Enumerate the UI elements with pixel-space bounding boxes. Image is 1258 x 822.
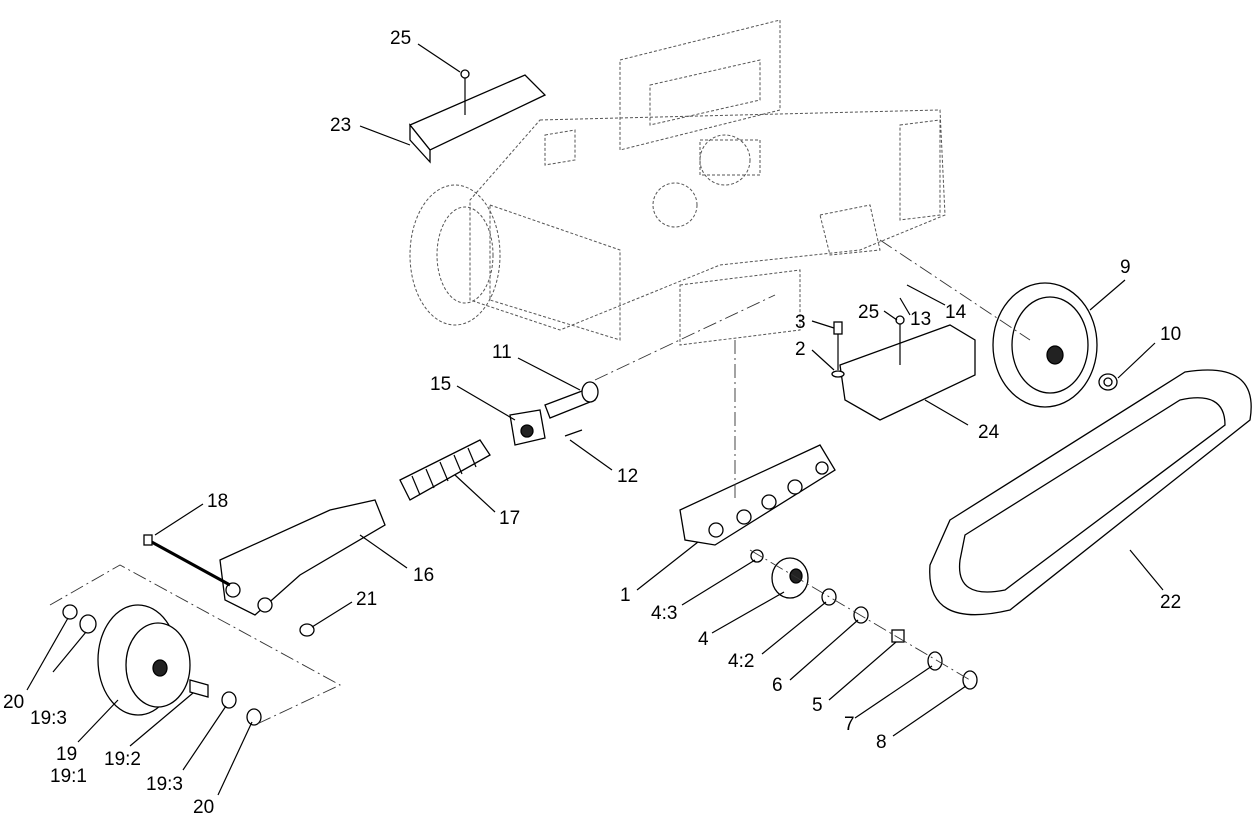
callout-16: 16 — [413, 565, 434, 586]
frame-track-ghost — [409, 184, 501, 326]
callout-18: 18 — [207, 491, 228, 512]
callout-19-2: 19:2 — [104, 749, 141, 770]
front-idler-wheel — [62, 604, 262, 726]
callout-7: 7 — [844, 714, 855, 735]
assembly-centerlines — [49, 239, 1031, 726]
callout-22: 22 — [1160, 592, 1181, 613]
callout-12: 12 — [617, 466, 638, 487]
long-bolt — [143, 534, 231, 587]
chassis-frame-ghost — [469, 19, 946, 346]
upper-shield-plate — [408, 69, 547, 164]
callout-14: 14 — [945, 302, 967, 323]
callout-labels: 25 23 9 10 25 13 14 3 2 24 11 15 12 18 1… — [3, 28, 1181, 818]
callout-4-3: 4:3 — [651, 603, 677, 624]
callout-15: 15 — [430, 374, 451, 395]
spring-bracket — [509, 409, 546, 446]
callout-21: 21 — [356, 589, 377, 610]
idler-shaft — [544, 381, 599, 419]
idler-yoke — [219, 499, 386, 616]
callout-19: 19 — [56, 744, 77, 765]
callout-17: 17 — [499, 508, 520, 529]
drive-sprocket — [992, 282, 1098, 408]
lower-shield-plate — [839, 315, 976, 421]
callout-24: 24 — [978, 422, 1000, 443]
callout-2: 2 — [795, 339, 806, 360]
callout-leaders — [26, 43, 1164, 796]
callout-9: 9 — [1120, 257, 1131, 278]
callout-11: 11 — [492, 342, 512, 363]
callout-25-right: 25 — [858, 302, 879, 323]
sprocket-nut — [1098, 373, 1118, 391]
callout-19-3-right: 19:3 — [146, 774, 183, 795]
callout-4-2: 4:2 — [728, 651, 754, 672]
callout-13: 13 — [910, 309, 931, 330]
callout-5: 5 — [812, 695, 823, 716]
callout-19-3-left: 19:3 — [30, 708, 67, 729]
callout-20-left: 20 — [3, 692, 24, 713]
callout-20-right: 20 — [193, 797, 214, 818]
callout-10: 10 — [1160, 324, 1181, 345]
callout-3: 3 — [795, 312, 806, 333]
yoke-nut — [299, 623, 315, 637]
callout-4: 4 — [698, 629, 709, 650]
roller-frame — [679, 444, 836, 546]
callout-19-1: 19:1 — [50, 766, 87, 787]
callout-1: 1 — [620, 585, 631, 606]
cotter-pin — [564, 429, 583, 437]
callout-6: 6 — [772, 675, 783, 696]
rubber-track — [929, 369, 1252, 616]
tension-spring — [399, 439, 491, 501]
callout-23: 23 — [330, 115, 351, 136]
callout-8: 8 — [876, 732, 887, 753]
callout-25-top: 25 — [390, 28, 411, 49]
